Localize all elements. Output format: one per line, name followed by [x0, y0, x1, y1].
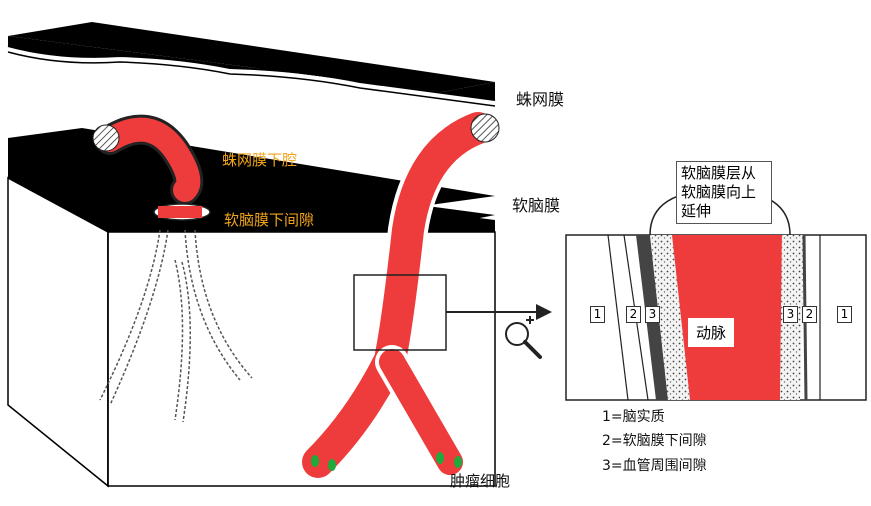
pia-mater-label: 软脑膜: [512, 196, 561, 215]
main-artery: [298, 108, 500, 482]
arachnoid-layer: [7, 22, 496, 107]
callout-line: 延伸: [681, 202, 712, 220]
marker-brain-parenchyma-left: 1: [590, 306, 605, 323]
zoom-region: [353, 274, 552, 351]
subpial-space-label: 软脑膜下间隙: [224, 211, 315, 229]
marker-subpial-left: 2: [626, 306, 641, 323]
subarachnoid-vessel: [92, 114, 211, 221]
callout-line: 软脑膜层从: [681, 164, 757, 182]
zoom-inset: [565, 189, 867, 401]
legend-item: 1=脑实质: [602, 409, 665, 425]
artery-label: 动脉: [688, 318, 735, 347]
legend-item: 3=血管周围间隙: [602, 458, 707, 474]
tumor-cells: [311, 452, 462, 471]
marker-subpial-right: 2: [802, 306, 817, 323]
pia-extension-callout: 软脑膜层从 软脑膜向上 延伸: [676, 161, 772, 224]
tumor-cells-label: 肿瘤细胞: [450, 472, 511, 490]
brain-block: [7, 168, 496, 488]
marker-perivascular-right: 3: [783, 306, 798, 323]
callout-line: 软脑膜向上: [681, 183, 757, 201]
marker-perivascular-left: 3: [645, 306, 660, 323]
legend-item: 2=软脑膜下间隙: [602, 433, 707, 449]
marker-brain-parenchyma-right: 1: [837, 306, 852, 323]
magnifier-plus-icon: [505, 316, 542, 359]
faded-vessels: [99, 229, 253, 423]
subarachnoid-space-label: 蛛网膜下腔: [222, 151, 298, 169]
arachnoid-label: 蛛网膜: [516, 90, 565, 109]
